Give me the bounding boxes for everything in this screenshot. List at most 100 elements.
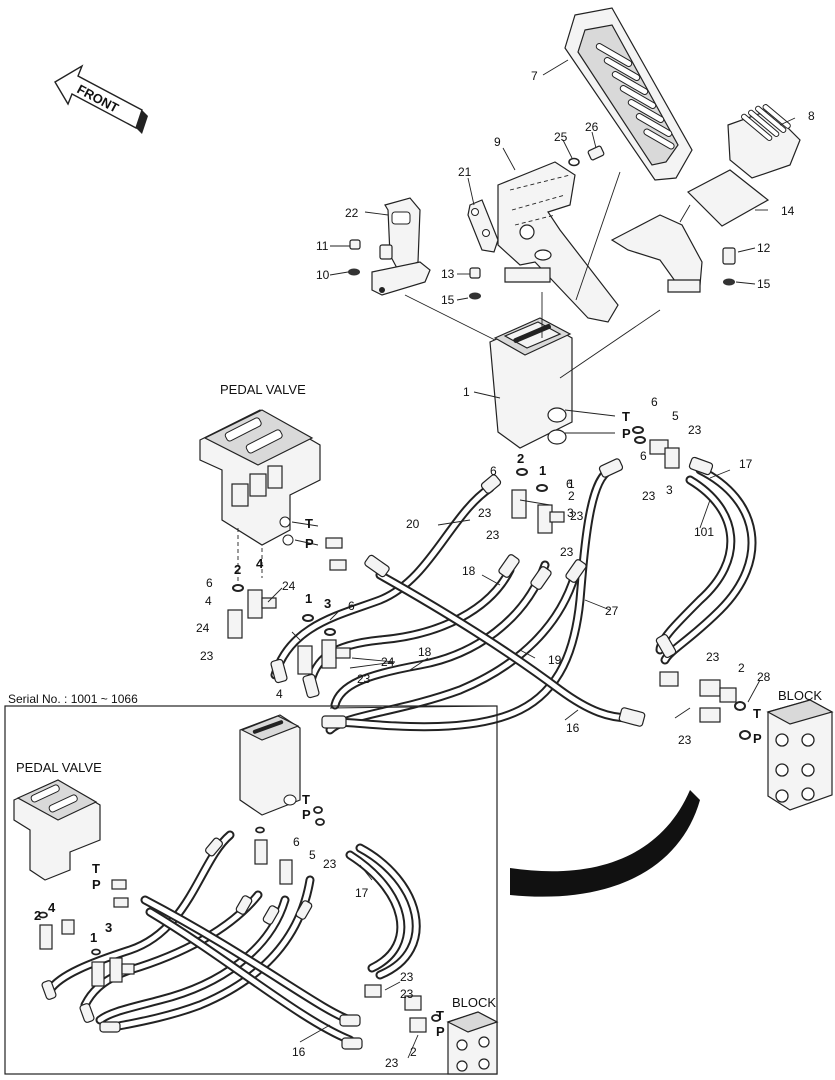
label-main-port_letters-1: P xyxy=(622,426,631,441)
label-inset-port_letters-3: P xyxy=(92,877,101,892)
pedal-7 xyxy=(564,7,693,181)
label-main-callouts-46: 16 xyxy=(566,721,580,735)
label-main-callouts-40: 6 xyxy=(348,599,355,613)
washers-inset xyxy=(38,806,441,1022)
label-inset-port_numbers-1: 4 xyxy=(48,900,56,915)
label-main-callouts-13: 15 xyxy=(757,277,771,291)
label-main-callouts-49: 23 xyxy=(706,650,720,664)
label-main-callouts-36: 24 xyxy=(196,621,210,635)
assembly-lines-top xyxy=(404,171,661,379)
hose-fittings-main xyxy=(270,456,714,729)
label-main-callouts-34: 4 xyxy=(205,594,212,608)
label-inset-callouts-0: 6 xyxy=(293,835,300,849)
label-main-callouts-6: 22 xyxy=(345,206,359,220)
label-main-callouts-2: 9 xyxy=(494,135,501,149)
label-main-callouts-27: 3 xyxy=(567,506,574,520)
label-main-callouts-35: 24 xyxy=(282,579,296,593)
pedal-valve-1 xyxy=(489,317,616,449)
label-inset-port_letters-1: P xyxy=(302,807,311,822)
label-main-port_numbers-2: 1 xyxy=(305,591,312,606)
label-main-port_numbers-4: 2 xyxy=(517,451,524,466)
label-main-callouts-18: 6 xyxy=(640,449,647,463)
label-inset-callouts-2: 23 xyxy=(323,857,337,871)
fittings-inset xyxy=(39,837,427,1050)
pedal-valve-title-main: PEDAL VALVE xyxy=(220,382,306,397)
label-main-callouts-47: 2 xyxy=(738,661,745,675)
label-main-callouts-0: 7 xyxy=(531,69,538,83)
port-letters-inset: T P T P T P xyxy=(92,792,445,1039)
inset-pedal-valve xyxy=(239,714,301,816)
label-main-callouts-3: 25 xyxy=(554,130,568,144)
block-title-main: BLOCK xyxy=(778,688,822,703)
block-title-inset: BLOCK xyxy=(452,995,496,1010)
bracket-14-lever xyxy=(610,204,703,293)
bracket-9 xyxy=(497,161,619,323)
label-inset-port_letters-2: T xyxy=(92,861,100,876)
label-inset-callouts-5: 23 xyxy=(400,987,414,1001)
label-main-port_letters-4: T xyxy=(753,706,761,721)
plate-21 xyxy=(467,199,499,253)
label-inset-port_numbers-0: 2 xyxy=(34,908,41,923)
inset-left-valve xyxy=(13,779,101,881)
label-main-callouts-44: 23 xyxy=(357,672,371,686)
label-inset-callouts-1: 5 xyxy=(309,848,316,862)
callout-leaders-inset xyxy=(299,864,419,1059)
label-main-port_numbers-0: 2 xyxy=(234,562,241,577)
washers-main xyxy=(232,426,751,740)
bracket-22 xyxy=(371,197,431,296)
label-main-callouts-12: 12 xyxy=(757,241,771,255)
label-inset-callouts-6: 16 xyxy=(292,1045,306,1059)
hoses-main xyxy=(270,465,757,735)
label-main-callouts-48: 28 xyxy=(757,670,771,684)
label-inset-callouts-3: 17 xyxy=(355,886,369,900)
label-main-callouts-23: 6 xyxy=(490,464,497,478)
label-main-callouts-42: 19 xyxy=(548,653,562,667)
inset-frame xyxy=(4,705,498,1075)
callouts-inset: 6 5 23 17 23 23 16 23 2 xyxy=(292,835,417,1070)
label-inset-port_numbers-2: 1 xyxy=(90,930,97,945)
label-main-callouts-21: 3 xyxy=(666,483,673,497)
label-main-callouts-4: 26 xyxy=(585,120,599,134)
label-main-port_letters-0: T xyxy=(622,409,630,424)
label-main-callouts-30: 23 xyxy=(560,545,574,559)
label-main-callouts-20: 23 xyxy=(642,489,656,503)
label-main-callouts-29: 23 xyxy=(486,528,500,542)
label-main-callouts-26: 23 xyxy=(478,506,492,520)
label-main-port_letters-3: P xyxy=(305,536,314,551)
label-inset-port_letters-5: P xyxy=(436,1024,445,1039)
label-main-port_letters-2: T xyxy=(305,516,313,531)
label-inset-callouts-4: 23 xyxy=(400,970,414,984)
label-inset-port_numbers-3: 3 xyxy=(105,920,112,935)
label-main-callouts-16: 5 xyxy=(672,409,679,423)
label-main-callouts-9: 13 xyxy=(441,267,455,281)
label-main-port_letters-5: P xyxy=(753,731,762,746)
label-main-callouts-25: 6 xyxy=(566,477,573,491)
label-main-callouts-39: 27 xyxy=(605,604,619,618)
label-inset-callouts-7: 23 xyxy=(385,1056,399,1070)
label-main-callouts-28: 20 xyxy=(406,517,420,531)
port-numbers-inset: 2 4 1 3 xyxy=(34,900,112,945)
callout-leaders-main xyxy=(267,59,796,721)
label-main-callouts-10: 15 xyxy=(441,293,455,307)
label-main-callouts-8: 10 xyxy=(316,268,330,282)
label-main-port_numbers-1: 4 xyxy=(256,556,264,571)
label-main-port_numbers-3: 3 xyxy=(324,596,331,611)
pedal-8 xyxy=(727,104,801,179)
label-inset-port_letters-0: T xyxy=(302,792,310,807)
port-numbers-main: 2 4 1 3 2 1 xyxy=(234,451,546,611)
label-main-callouts-7: 11 xyxy=(316,239,329,253)
hoses-inset xyxy=(45,830,421,1045)
label-main-callouts-19: 17 xyxy=(739,457,753,471)
label-main-callouts-22: 2 xyxy=(568,489,575,503)
label-main-callouts-38: 18 xyxy=(462,564,476,578)
block-main xyxy=(766,699,834,811)
label-main-callouts-24: 1 xyxy=(568,477,575,491)
serial-number: Serial No. : 1001 ~ 1066 xyxy=(8,692,138,706)
tee-fittings-main xyxy=(227,439,737,723)
front-arrow: FRONT xyxy=(54,64,148,134)
block-inset xyxy=(446,1011,499,1075)
label-main-callouts-31: 23 xyxy=(570,509,584,523)
fasteners-top xyxy=(348,145,736,300)
left-pedal-valve xyxy=(199,409,321,582)
